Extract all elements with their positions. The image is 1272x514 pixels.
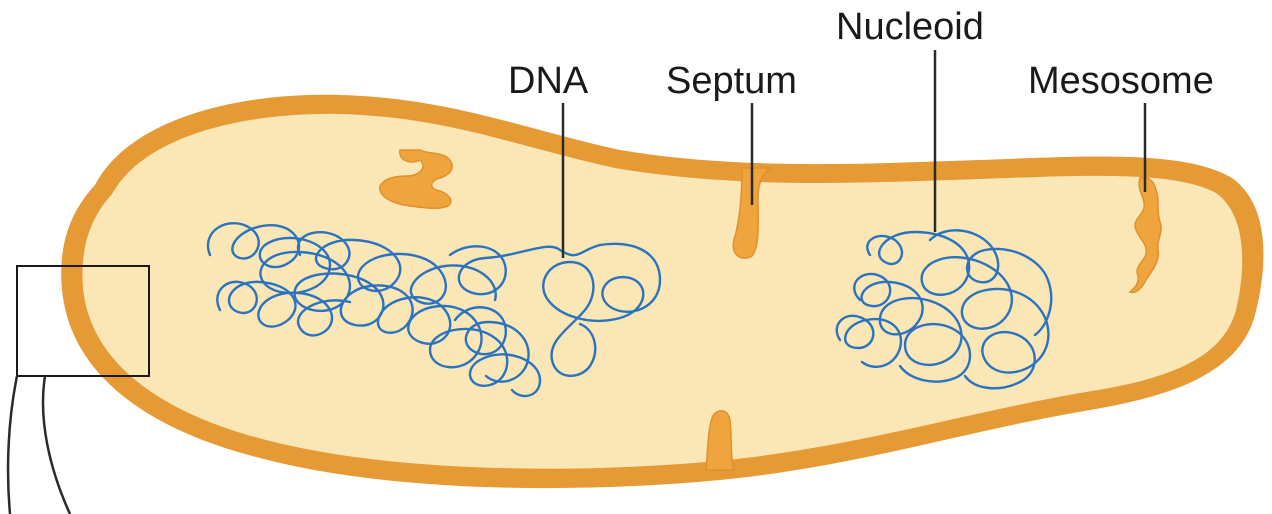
- zoom-curve-left: [8, 376, 17, 514]
- nucleoid-label: Nucleoid: [836, 6, 984, 48]
- bacterial-cell: [61, 95, 1263, 488]
- zoom-curve-right: [43, 376, 70, 514]
- septum-label: Septum: [666, 60, 797, 102]
- dna-label: DNA: [508, 60, 589, 102]
- mesosome-label: Mesosome: [1028, 60, 1214, 102]
